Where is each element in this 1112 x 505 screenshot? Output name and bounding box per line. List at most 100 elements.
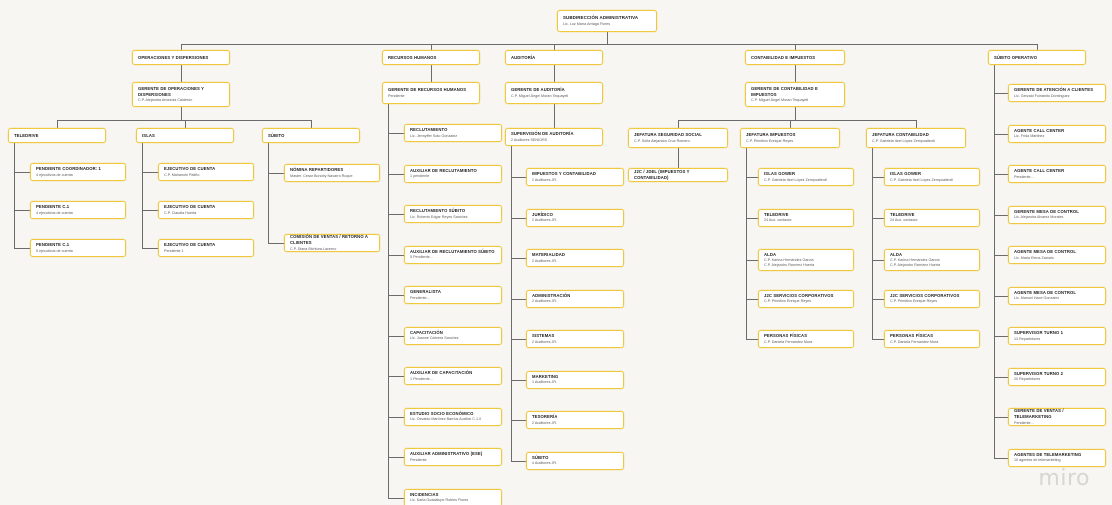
org-node-subtitle: Lic. Frida Martinez (1014, 134, 1045, 139)
org-node-title: AUXILIAR ADMINISTRATIVO (ESE) (410, 451, 483, 457)
connector-line (388, 214, 404, 215)
org-node-subtitle: Lic. Karla Guadalupe Robles Flores (410, 498, 469, 503)
org-node-title: GERENTE DE OPERACIONES Y DISPERSIONES (138, 85, 205, 97)
division-subito-operativo[interactable]: SÚBITO OPERATIVO (988, 50, 1086, 65)
division-contabilidad-e-impuestos[interactable]: CONTABILIDAD E IMPUESTOS (745, 50, 845, 65)
division-auditoria[interactable]: AUDITORÍA (505, 50, 603, 65)
connector-line (554, 104, 555, 128)
op-child-node[interactable]: Pendiente C.14 ejecutivos de cuenta (30, 201, 126, 219)
connector-line (511, 258, 526, 259)
rh-child-node[interactable]: AUXILIAR ADMINISTRATIVO (ESE)Pendiente (404, 448, 502, 466)
connector-line (790, 120, 791, 128)
connector-line (795, 44, 796, 50)
division-operaciones-y-dispersiones[interactable]: OPERACIONES Y DISPERSIONES (132, 50, 230, 65)
org-node-subtitle: 5 Pendiente... (410, 255, 433, 260)
group-teledrive[interactable]: TELEDRIVE (8, 128, 106, 143)
op-child-node[interactable]: Pendiente C.15 ejecutivos de cuenta (30, 239, 126, 257)
connector-line (994, 93, 1008, 94)
connector-line (388, 133, 404, 134)
org-node-title: GENERALISTA (410, 289, 442, 295)
org-node-title: AGENTE CALL CENTER (1014, 127, 1065, 133)
connector-line (678, 148, 679, 168)
j2c-jdel-impuestos-y-contabilidad[interactable]: J2C / JDEL (IMPUESTOS Y CONTABILIDAD) (628, 168, 728, 182)
org-node-subtitle: 1 Pendiente... (410, 376, 433, 381)
connector-line (268, 143, 269, 243)
connector-line (994, 457, 1008, 459)
connector-line (388, 173, 404, 175)
org-node-subtitle: 4 ejecutivos de cuenta (36, 172, 73, 177)
division-recursos-humanos[interactable]: RECURSOS HUMANOS (382, 50, 480, 65)
connector-line (1037, 44, 1038, 50)
org-node-subtitle: Lic. Joanne Cabrera Sanchez (410, 336, 459, 341)
op-child-node[interactable]: Pendiente Coordinador: 14 ejecutivos de … (30, 163, 126, 181)
org-node-title: CAPACITACIÓN (410, 329, 443, 335)
connector-line (795, 107, 796, 120)
group-subito[interactable]: SÚBITO (262, 128, 360, 143)
org-node-title: Pendiente Coordinador: 1 (36, 166, 101, 172)
org-node-title: ISLAS GOWER (890, 171, 922, 177)
connector-line (388, 254, 404, 256)
org-node-subtitle: Pendiente... (1014, 174, 1034, 179)
connector-line (388, 376, 404, 377)
connector-line (142, 143, 143, 248)
connector-line (872, 339, 884, 340)
group-islas[interactable]: ISLAS (136, 128, 234, 143)
org-node-title: SUBDIRECCIÓN ADMINISTRATIVA (563, 15, 639, 21)
org-node-title: GERENTE DE RECURSOS HUMANOS (388, 87, 467, 93)
org-node-title: SÚBITO OPERATIVO (994, 54, 1038, 60)
org-node-title: GERENTE MESA DE CONTROL (1014, 208, 1079, 214)
